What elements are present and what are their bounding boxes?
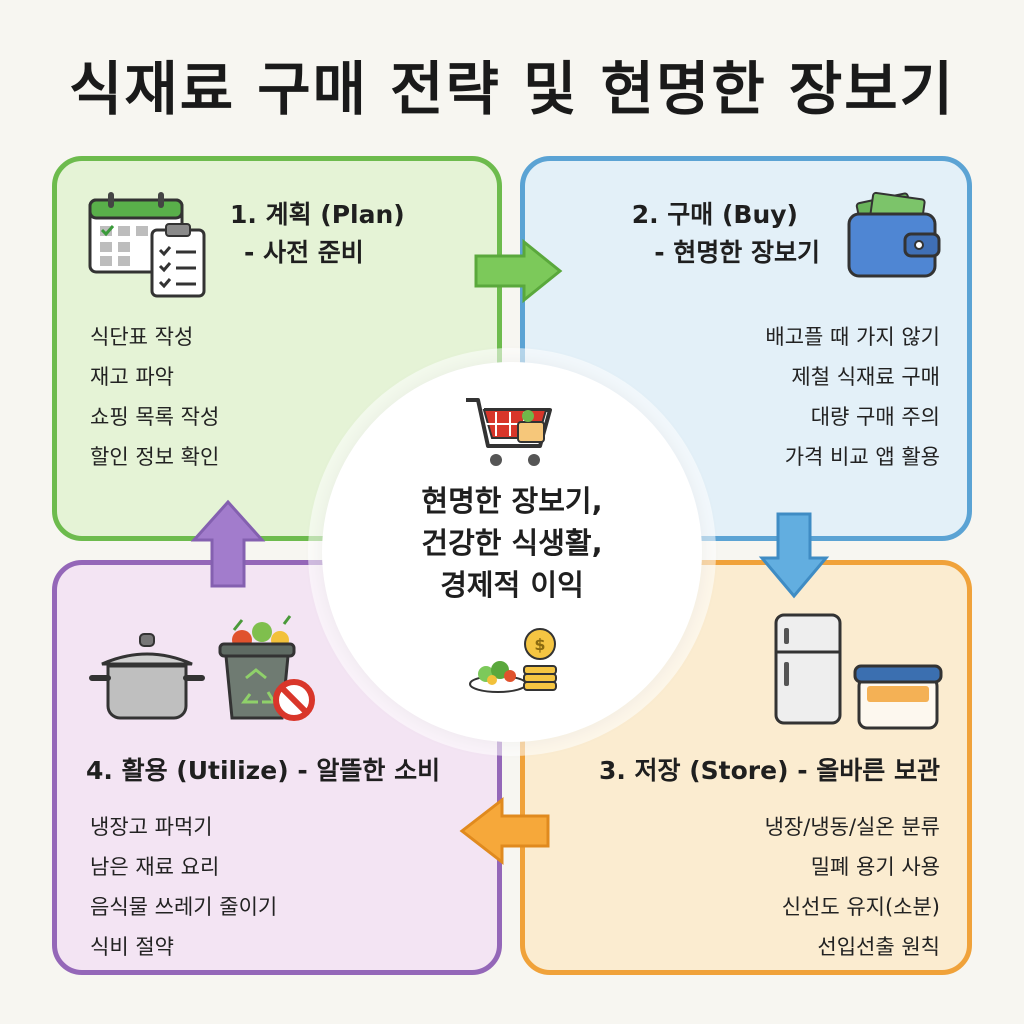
plan-heading-line2: - 사전 준비 xyxy=(244,238,364,267)
checklist-clipboard-icon xyxy=(150,223,206,298)
wallet-icon xyxy=(847,191,941,278)
store-items: 냉장/냉동/실온 분류 밀폐 용기 사용 신선도 유지(소분) 선입선출 원칙 xyxy=(600,807,940,967)
center-line: 경제적 이익 xyxy=(440,568,584,602)
plan-items: 식단표 작성 재고 파악 쇼핑 목록 작성 할인 정보 확인 xyxy=(90,317,219,477)
buy-item: 대량 구매 주의 xyxy=(810,405,940,429)
arrow-store-to-utilize xyxy=(459,796,550,866)
buy-items: 배고플 때 가지 않기 제철 식재료 구매 대량 구매 주의 가격 비교 앱 활… xyxy=(600,317,940,477)
buy-heading: 2. 구매 (Buy) - 현명한 장보기 xyxy=(560,196,820,272)
plan-item: 쇼핑 목록 작성 xyxy=(90,405,220,429)
store-item: 밀폐 용기 사용 xyxy=(810,855,940,879)
utilize-items: 냉장고 파먹기 남은 재료 요리 음식물 쓰레기 줄이기 식비 절약 xyxy=(90,807,277,967)
store-heading: 3. 저장 (Store) - 올바른 보관 xyxy=(598,756,940,785)
shopping-cart-icon xyxy=(466,398,552,466)
buy-item: 제철 식재료 구매 xyxy=(791,365,940,389)
plan-item: 식단표 작성 xyxy=(90,325,194,349)
buy-heading-line2: - 현명한 장보기 xyxy=(654,238,820,267)
utilize-item: 냉장고 파먹기 xyxy=(90,815,213,839)
utilize-item: 식비 절약 xyxy=(90,935,174,959)
arrow-utilize-to-plan xyxy=(190,499,266,588)
food-waste-bin-icon xyxy=(218,615,315,721)
store-item: 선입선출 원칙 xyxy=(817,935,940,959)
salad-plate-icon xyxy=(469,661,527,693)
buy-item: 가격 비교 앱 활용 xyxy=(784,445,940,469)
cooking-pot-icon xyxy=(89,633,205,720)
store-item: 냉장/냉동/실온 분류 xyxy=(764,815,940,839)
center-line: 현명한 장보기, xyxy=(421,484,603,518)
plan-heading-line1: 1. 계획 (Plan) xyxy=(230,200,405,229)
svg-text:$: $ xyxy=(534,635,545,654)
utilize-heading: 4. 활용 (Utilize) - 알뜰한 소비 xyxy=(86,756,441,785)
arrow-plan-to-buy xyxy=(474,238,563,304)
coin-stack-icon: $ xyxy=(523,628,557,691)
store-item: 신선도 유지(소분) xyxy=(781,895,940,919)
arrow-buy-to-store xyxy=(758,512,830,599)
center-line: 건강한 식생활, xyxy=(421,526,603,560)
refrigerator-icon xyxy=(774,613,842,725)
center-text: 현명한 장보기, 건강한 식생활, 경제적 이익 xyxy=(322,480,702,606)
plan-item: 재고 파악 xyxy=(90,365,174,389)
page-title: 식재료 구매 전략 및 현명한 장보기 xyxy=(68,55,955,123)
buy-heading-line1: 2. 구매 (Buy) xyxy=(631,200,798,229)
utilize-item: 남은 재료 요리 xyxy=(90,855,220,879)
buy-item: 배고플 때 가지 않기 xyxy=(765,325,940,349)
food-container-icon xyxy=(853,664,943,730)
utilize-item: 음식물 쓰레기 줄이기 xyxy=(90,895,278,919)
plan-heading: 1. 계획 (Plan) - 사전 준비 xyxy=(230,196,405,272)
plan-item: 할인 정보 확인 xyxy=(90,445,220,469)
